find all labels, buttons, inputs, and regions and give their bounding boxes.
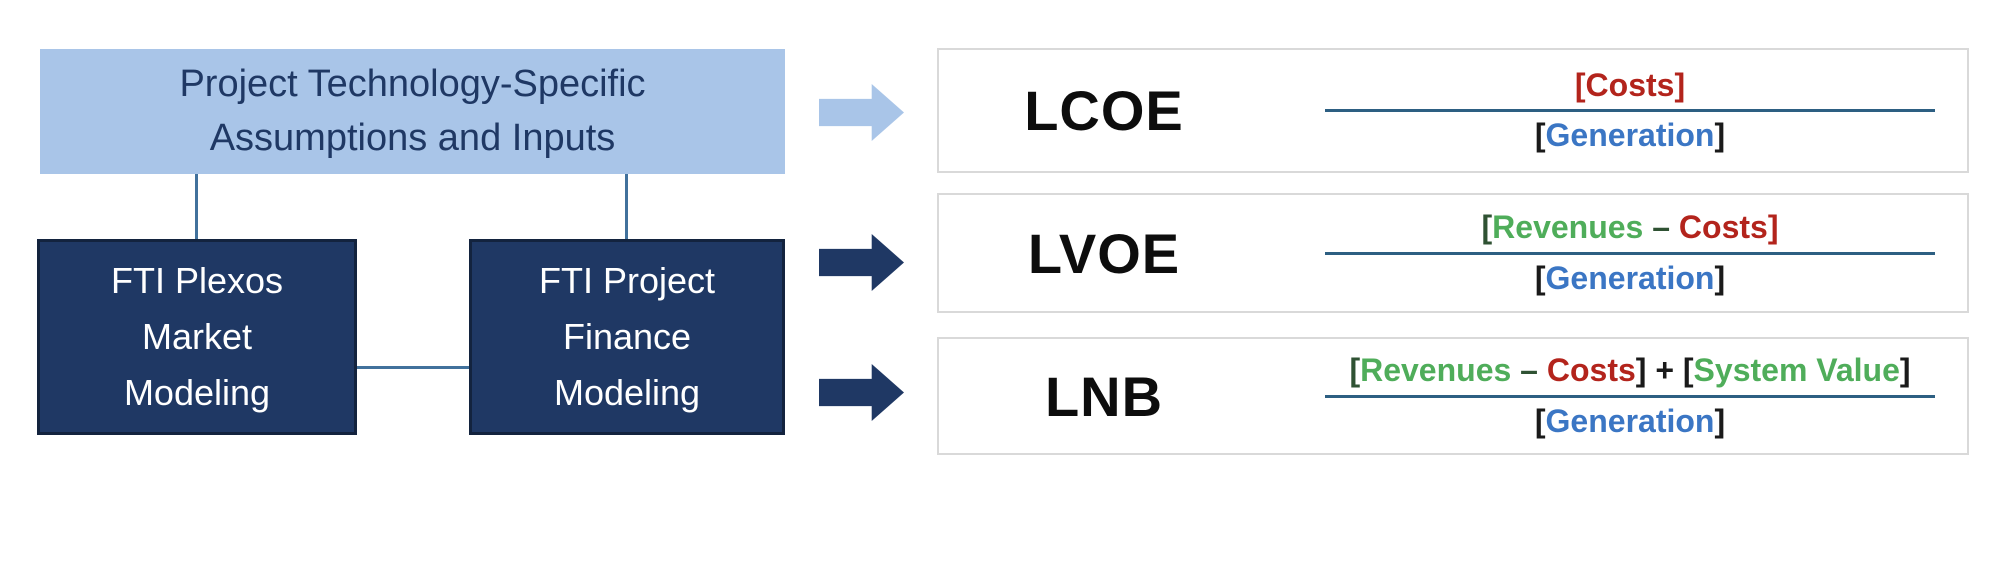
connector-market-to-finance (357, 366, 469, 369)
formula-segment: Costs (1546, 352, 1636, 389)
lvoe-numerator: [Revenues – Costs] (1482, 210, 1779, 245)
formula-segment: [ (1534, 402, 1546, 439)
formula-segment: ] (1899, 352, 1911, 389)
right-arrow-icon (819, 84, 904, 141)
formula-segment: [ (1534, 259, 1546, 296)
formula-segment: – (1511, 352, 1547, 389)
formula-segment: – (1643, 209, 1679, 246)
formula-segment: [ (1481, 209, 1493, 246)
lvoe-denominator: [Generation] (1534, 259, 1726, 296)
formula-segment: Generation (1545, 117, 1715, 153)
lcoe-formula: [Costs] [Generation] (1325, 66, 1935, 153)
formula-segment: Generation (1545, 259, 1715, 296)
formula-segment: [ (1349, 352, 1361, 389)
connector-assumptions-to-market (195, 174, 198, 239)
plexos-market-modeling-node: FTI Plexos Market Modeling (37, 239, 357, 435)
right-arrow-icon (819, 364, 904, 421)
fraction-line (1325, 394, 1935, 398)
lcoe-denominator: [Generation] (1534, 117, 1726, 153)
lcoe-box: LCOE [Costs] [Generation] (937, 48, 1969, 173)
lnb-numerator: [Revenues – Costs] + [System Value] (1349, 353, 1910, 388)
formula-segment: [Costs] (1574, 66, 1686, 103)
connector-assumptions-to-finance (625, 174, 628, 239)
lvoe-box: LVOE [Revenues – Costs] [Generation] (937, 193, 1969, 313)
formula-segment: Generation (1545, 402, 1715, 439)
formula-segment: Revenues (1360, 352, 1512, 389)
lnb-formula: [Revenues – Costs] + [System Value] [Gen… (1325, 353, 1935, 438)
formula-segment: ] (1714, 117, 1726, 153)
lcoe-label: LCOE (1024, 79, 1184, 142)
fraction-line (1325, 109, 1935, 112)
assumptions-inputs-node: Project Technology-Specific Assumptions … (40, 49, 785, 174)
fraction-line (1325, 251, 1935, 255)
project-finance-modeling-node: FTI Project Finance Modeling (469, 239, 785, 435)
lvoe-formula: [Revenues – Costs] [Generation] (1325, 210, 1935, 295)
lnb-box: LNB [Revenues – Costs] + [System Value] … (937, 337, 1969, 455)
lnb-denominator: [Generation] (1534, 402, 1726, 439)
lnb-label: LNB (1044, 364, 1164, 428)
lvoe-label: LVOE (1027, 221, 1181, 285)
lcoe-numerator: [Costs] (1574, 66, 1686, 103)
formula-segment: System Value (1693, 352, 1900, 389)
formula-segment: ] (1714, 259, 1726, 296)
formula-segment: Revenues (1492, 209, 1644, 246)
formula-segment: ] (1714, 402, 1726, 439)
formula-segment: Costs] (1678, 209, 1779, 246)
formula-segment: [ (1534, 117, 1546, 153)
right-arrow-icon (819, 234, 904, 291)
formula-segment: ] + [ (1635, 352, 1694, 389)
